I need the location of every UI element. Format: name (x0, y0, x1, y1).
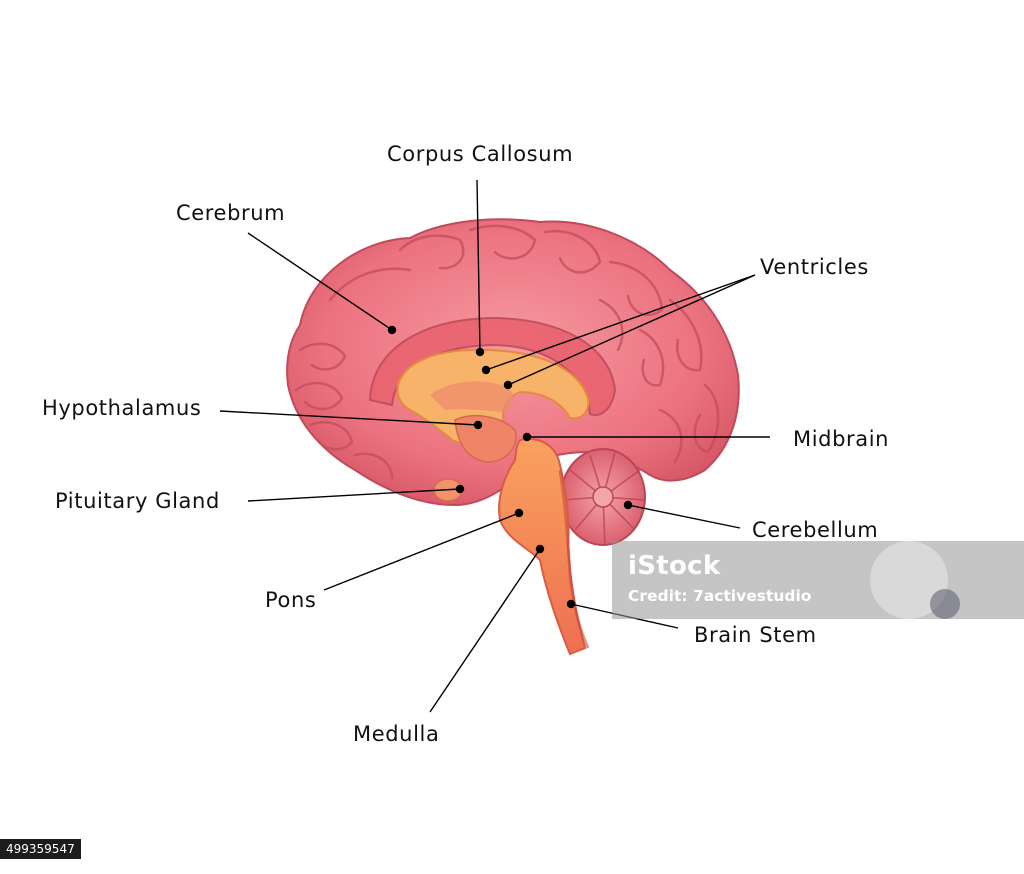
label-pituitary-gland: Pituitary Gland (55, 489, 220, 513)
leader-cerebrum (247, 232, 393, 331)
thalamus-shape (454, 414, 517, 463)
leader-corpus-callosum (476, 179, 481, 353)
leader-hypothalamus (219, 410, 479, 426)
ventricle-shape (430, 381, 515, 412)
cingulate-band (368, 316, 617, 416)
label-ventricles: Ventricles (760, 255, 869, 279)
label-midbrain: Midbrain (793, 427, 890, 451)
leader-ventricles-b (507, 274, 756, 386)
stock-id-badge: 499359547 (0, 839, 81, 859)
watermark-credit: Credit: 7activestudio (628, 587, 812, 605)
label-medulla: Medulla (353, 722, 440, 746)
watermark-logo: iStock (628, 551, 721, 581)
label-corpus-callosum: Corpus Callosum (387, 142, 574, 166)
leader-pons (323, 512, 520, 591)
leader-medulla (429, 548, 541, 713)
watermark: iStock Credit: 7activestudio (612, 541, 1024, 619)
leader-cerebellum (627, 504, 741, 529)
label-cerebellum: Cerebellum (752, 518, 879, 542)
leader-ventricles-a (485, 274, 756, 371)
gyri (294, 224, 720, 480)
label-pons: Pons (265, 588, 317, 612)
label-hypothalamus: Hypothalamus (42, 396, 202, 420)
watermark-circle-small (930, 589, 960, 619)
label-brain-stem: Brain Stem (694, 623, 817, 647)
cerebellum-shape (560, 448, 646, 546)
leader-pituitary (247, 488, 461, 502)
label-cerebrum: Cerebrum (176, 201, 286, 225)
